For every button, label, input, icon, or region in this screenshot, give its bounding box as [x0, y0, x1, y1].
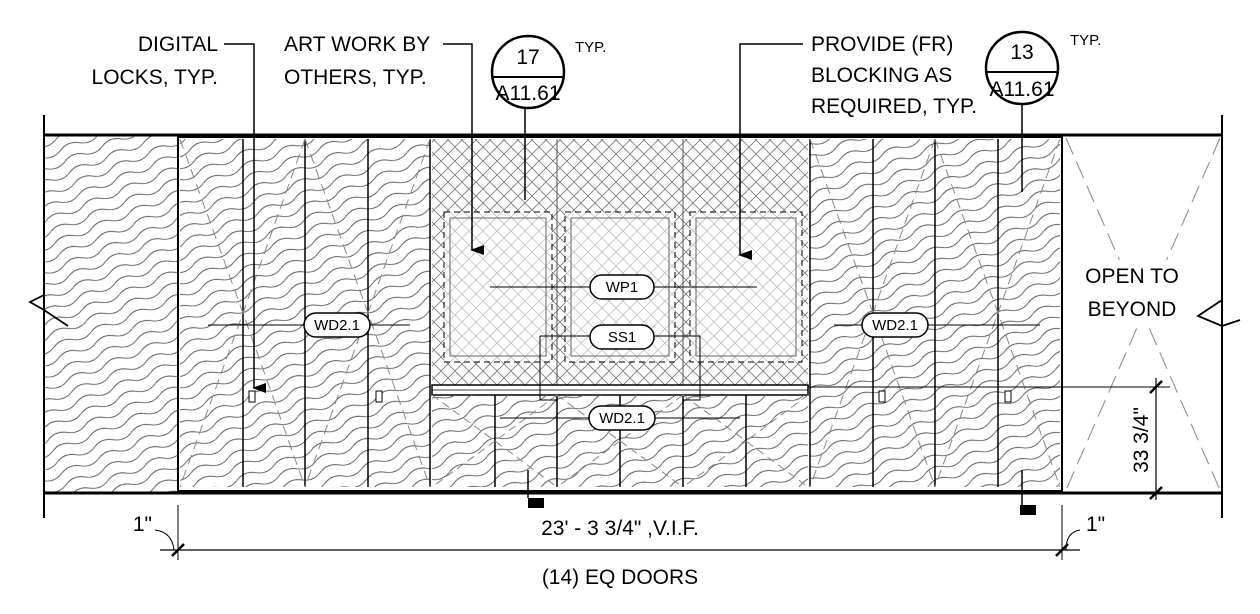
- digital-locks-note: DIGITAL LOCKS, TYP.: [92, 33, 218, 89]
- svg-text:BEYOND: BEYOND: [1088, 298, 1177, 321]
- art-work-note: ART WORK BY OTHERS, TYP.: [284, 33, 430, 89]
- right-gap-dimension: 1": [1086, 513, 1105, 536]
- art-work-leader: [443, 43, 484, 255]
- wp1-tag-label: WP1: [606, 279, 639, 296]
- right-break-symbol: [1196, 299, 1241, 327]
- blocking-leader: [738, 43, 803, 260]
- digital-lock-left-1: [248, 390, 256, 403]
- overall-dimension: [154, 505, 1081, 560]
- open-to-beyond-note: OPEN TO BEYOND: [1082, 260, 1182, 326]
- height-dimension: 33 3/4": [1130, 378, 1163, 500]
- digital-lock-right-2: [1004, 390, 1012, 403]
- wd-left-tag[interactable]: WD2.1: [208, 312, 410, 338]
- svg-text:BLOCKING AS: BLOCKING AS: [811, 64, 952, 87]
- floor-anchor-left: [528, 498, 544, 508]
- wd-base-tag-label: WD2.1: [599, 410, 645, 427]
- callout-13-typ: TYP.: [1070, 32, 1101, 49]
- section-callout-17[interactable]: 17 A11.61: [490, 34, 566, 110]
- svg-text:DIGITAL: DIGITAL: [138, 33, 218, 56]
- doors-count-label: (14) EQ DOORS: [542, 566, 698, 589]
- callout-13-number: 13: [1010, 41, 1033, 64]
- section-callout-13[interactable]: 13 A11.61: [984, 30, 1060, 106]
- wp1-tag[interactable]: WP1: [490, 274, 757, 300]
- callout-17-number: 17: [516, 46, 539, 69]
- digital-lock-right-1: [878, 390, 886, 403]
- callout-17-sheet: A11.61: [496, 82, 561, 105]
- svg-text:PROVIDE (FR): PROVIDE (FR): [811, 33, 953, 56]
- solid-surface-counter: [431, 384, 809, 396]
- left-gap-dimension: 1": [133, 513, 152, 536]
- millwork-frame: [177, 136, 1063, 492]
- left-break-symbol: [28, 294, 69, 327]
- blocking-note: PROVIDE (FR) BLOCKING AS REQUIRED, TYP.: [811, 33, 977, 118]
- wd-left-tag-label: WD2.1: [314, 317, 360, 334]
- wd-right-tag-label: WD2.1: [872, 317, 918, 334]
- wd-right-tag[interactable]: WD2.1: [834, 312, 1040, 338]
- overall-dimension-label: 23' - 3 3/4" ,V.I.F.: [541, 517, 699, 540]
- floor-anchor-right: [1020, 505, 1036, 515]
- digital-locks-leader: [224, 43, 266, 393]
- ss1-tag-label: SS1: [608, 329, 636, 346]
- digital-lock-left-2: [375, 390, 383, 403]
- callout-13-sheet: A11.61: [990, 78, 1055, 101]
- wd-base-tag[interactable]: WD2.1: [500, 405, 740, 431]
- svg-text:OPEN TO: OPEN TO: [1085, 265, 1179, 288]
- svg-text:LOCKS, TYP.: LOCKS, TYP.: [92, 66, 218, 89]
- callout-17-typ: TYP.: [575, 39, 606, 56]
- right-cabinet-doors: [809, 138, 1061, 488]
- svg-text:ART WORK BY: ART WORK BY: [284, 33, 430, 56]
- svg-text:REQUIRED, TYP.: REQUIRED, TYP.: [811, 95, 977, 118]
- left-wall: [43, 115, 178, 518]
- height-dimension-label: 33 3/4": [1130, 407, 1153, 473]
- ss1-tag[interactable]: SS1: [539, 324, 701, 401]
- svg-text:OTHERS, TYP.: OTHERS, TYP.: [284, 66, 427, 89]
- center-wall-panel: [432, 139, 808, 387]
- left-cabinet-doors: [179, 138, 431, 488]
